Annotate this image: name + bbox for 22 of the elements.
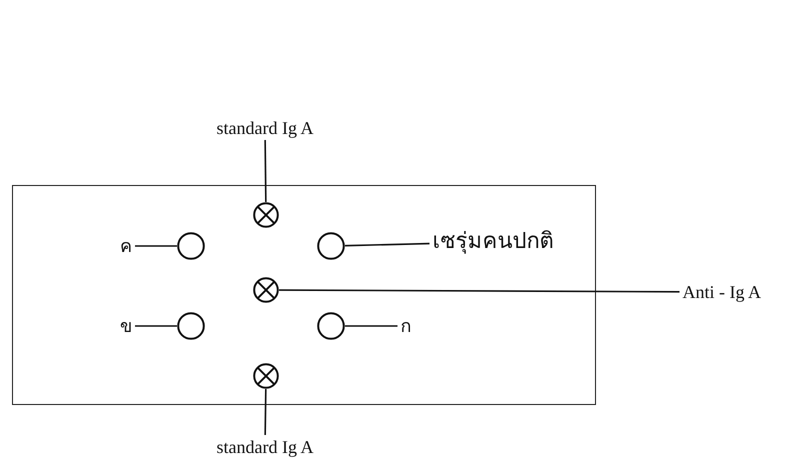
well-label: ค bbox=[120, 235, 132, 257]
well-label: standard Ig A bbox=[216, 117, 314, 139]
antigen-well bbox=[253, 363, 279, 389]
leader-line bbox=[264, 140, 267, 202]
leader-line bbox=[344, 242, 430, 246]
leader-line bbox=[135, 245, 177, 247]
sample-well bbox=[317, 312, 345, 340]
leader-line bbox=[279, 289, 680, 293]
leader-line bbox=[345, 325, 398, 327]
well-label: standard Ig A bbox=[216, 436, 314, 458]
well-label: ก bbox=[400, 315, 412, 337]
well-label: เซรุ่มคนปกติ bbox=[432, 228, 554, 256]
antigen-well bbox=[253, 277, 279, 303]
well-label: ข bbox=[120, 315, 132, 337]
well-label: Anti - Ig A bbox=[682, 281, 761, 303]
sample-well bbox=[317, 232, 345, 260]
antigen-well bbox=[253, 202, 279, 228]
gel-plate bbox=[12, 185, 596, 405]
leader-line bbox=[264, 388, 267, 436]
sample-well bbox=[177, 312, 205, 340]
sample-well bbox=[177, 232, 205, 260]
leader-line bbox=[135, 325, 177, 327]
